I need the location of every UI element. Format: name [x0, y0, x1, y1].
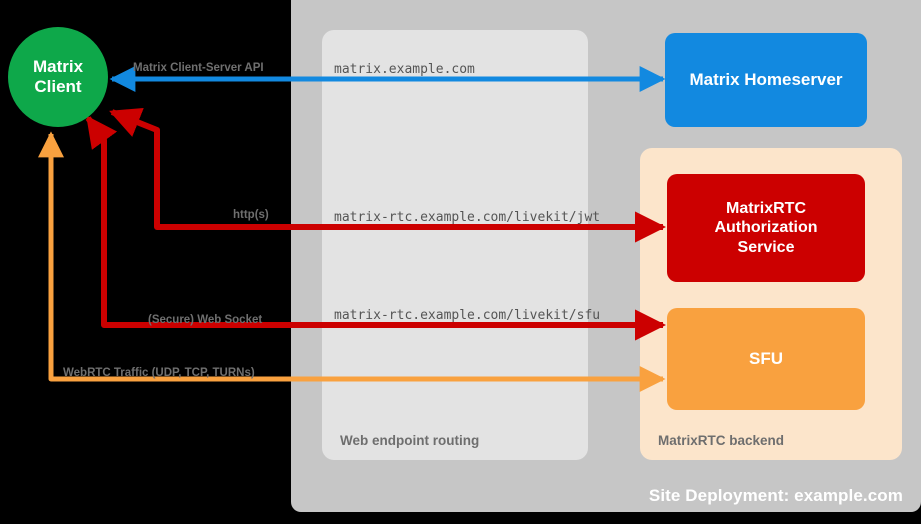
edge-label-matrix-client-server-api: Matrix Client-Server API	[133, 62, 264, 74]
edge-label-sfu-websocket: (Secure) Web Socket	[148, 314, 263, 326]
matrix-homeserver-label: Matrix Homeserver	[689, 69, 843, 89]
endpoint-matrix-example-com: matrix.example.com	[334, 62, 475, 77]
edge-label-authorization-http: http(s)	[233, 209, 269, 221]
web-endpoint-routing-container: Web endpoint routing	[322, 30, 588, 460]
node-matrix-client[interactable]: Matrix Client	[8, 27, 108, 127]
node-matrixrtc-authorization-service[interactable]: MatrixRTC Authorization Service	[667, 174, 865, 282]
matrixrtc-backend-label: MatrixRTC backend	[658, 433, 785, 448]
web-endpoint-routing-label: Web endpoint routing	[340, 433, 480, 448]
endpoint-livekit-sfu: matrix-rtc.example.com/livekit/sfu	[334, 308, 601, 323]
sfu-label: SFU	[749, 348, 783, 368]
endpoint-livekit-jwt: matrix-rtc.example.com/livekit/jwt	[334, 210, 601, 225]
auth-service-label-line2: Authorization	[714, 219, 818, 237]
auth-service-label-line3: Service	[737, 238, 795, 256]
node-matrix-homeserver[interactable]: Matrix Homeserver	[665, 33, 867, 127]
node-sfu[interactable]: SFU	[667, 308, 865, 410]
matrix-client-label-line1: Matrix	[32, 56, 84, 76]
site-deployment-label: Site Deployment: example.com	[648, 486, 903, 505]
matrix-client-label-line2: Client	[34, 77, 82, 96]
edge-label-webrtc-media: WebRTC Traffic (UDP, TCP, TURNs)	[63, 367, 255, 379]
auth-service-label-line1: MatrixRTC	[725, 199, 806, 217]
